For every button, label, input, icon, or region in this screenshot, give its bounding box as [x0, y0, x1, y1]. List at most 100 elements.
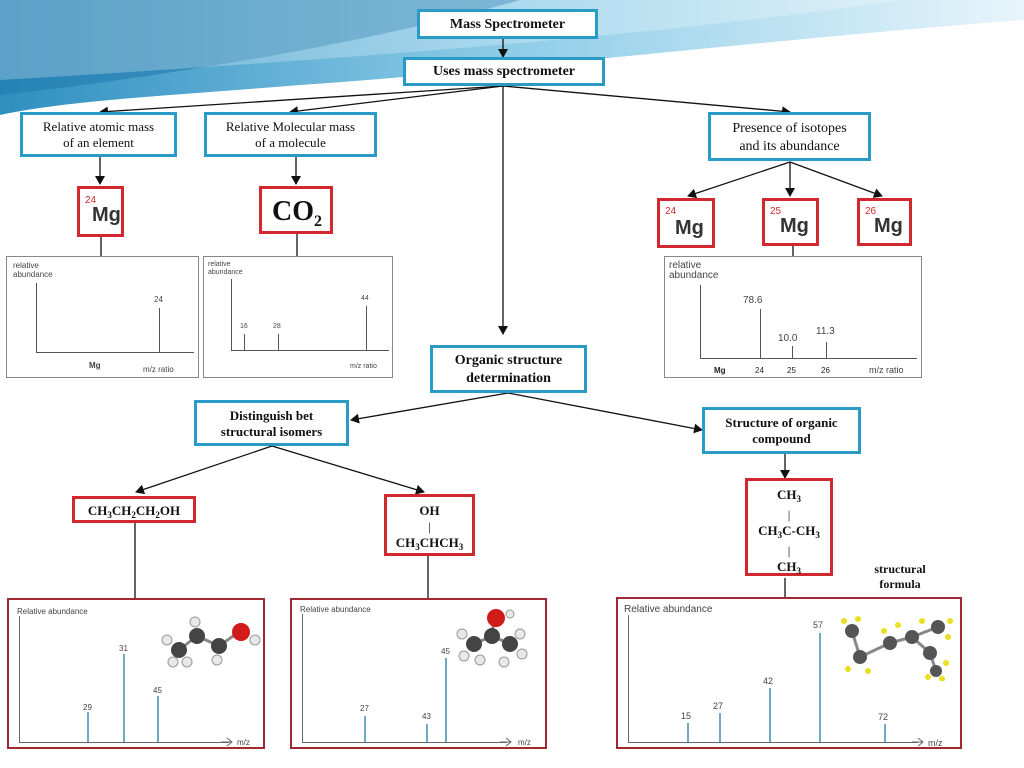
iso-spec-x-axis: [700, 358, 917, 359]
co2-peak-16-label: 16: [240, 323, 248, 330]
isotope-24-box: 24 Mg: [657, 198, 715, 248]
spec1-label-29: 29: [83, 703, 92, 712]
methylpropane-bottom: CH3: [777, 559, 801, 576]
propan-1-ol-molecule-icon: [161, 616, 261, 668]
spec3-peak-42: [769, 688, 771, 742]
iso26-mass: 26: [865, 206, 877, 217]
co2-peak-28-label: 28: [273, 323, 281, 330]
propan-1-ol-box: CH3CH2CH2OH: [72, 496, 196, 523]
co2-spec-xaxis: m/z ratio: [350, 363, 377, 370]
propan-2-ol-chain: CH3CHCH3: [395, 535, 464, 552]
spec2-label-27: 27: [360, 704, 369, 713]
molecular-line2: of a molecule: [255, 135, 326, 151]
spec1-label-45: 45: [153, 686, 162, 695]
spec1-xaxis: m/z: [237, 738, 250, 747]
iso-spec-y-axis: [700, 285, 701, 359]
spec2-ylabel: Relative abundance: [300, 605, 371, 614]
spec3-peak-72: [884, 724, 886, 742]
iso25-mass: 25: [770, 206, 782, 217]
mg-mass-number: 24: [85, 195, 97, 206]
methylpropane-molecule-icon: [841, 616, 953, 681]
co2-peak-16: [244, 334, 245, 350]
spec3-peak-27: [719, 713, 721, 742]
spec3-x-axis: [628, 742, 918, 743]
co2-peak-28: [278, 334, 279, 350]
isomers-line1: Distinguish bet: [229, 408, 314, 423]
iso25-symbol: Mg: [780, 215, 809, 237]
spec3-x-arrow-icon: [912, 737, 924, 747]
spec1-peak-45: [157, 696, 159, 742]
isotopes-box: Presence of isotopes and its abundance: [708, 112, 871, 161]
methylpropane-top: CH3: [777, 487, 801, 504]
spec1-peak-31: [123, 654, 125, 742]
methylpropane-box: CH3 | CH3C-CH3 | CH3: [745, 478, 833, 576]
iso-mz-25: 25: [787, 366, 796, 375]
molecular-line1: Relative Molecular mass: [225, 119, 356, 134]
mg-spec-xname: Mg: [89, 361, 101, 370]
structural-formula-label: structural formula: [874, 562, 926, 591]
iso-mz-24: 24: [755, 366, 764, 375]
isotopes-line2: and its abundance: [739, 138, 840, 154]
methylpropane-mid: CH3C-CH3: [758, 523, 820, 540]
isotope-26-box: 26 Mg: [857, 198, 912, 246]
organic-line1: Organic structure: [454, 353, 563, 368]
atomic-line1: Relative atomic mass: [42, 119, 155, 134]
iso-mz-26: 26: [821, 366, 830, 375]
spec1-ylabel: Relative abundance: [17, 607, 88, 616]
spec2-label-45: 45: [441, 647, 450, 656]
spec3-xaxis: m/z: [928, 738, 943, 748]
spec2-peak-45: [445, 658, 447, 742]
mass-spectrometer-title: Mass Spectrometer: [417, 9, 598, 39]
methylpropane-spectrum: Relative abundance 15 27 42 57 72 m/z: [616, 597, 962, 749]
mg-element-box: 24 Mg: [77, 186, 124, 237]
organic-structure-box: Organic structure determination: [430, 345, 587, 393]
spec3-label-42: 42: [763, 676, 774, 686]
relative-atomic-mass-box: Relative atomic mass of an element: [20, 112, 177, 157]
spec2-label-43: 43: [422, 712, 431, 721]
spec1-x-arrow-icon: [221, 737, 233, 747]
co2-peak-44-label: 44: [361, 295, 369, 302]
structure-line2: compound: [752, 431, 811, 447]
spec2-y-axis: [302, 614, 303, 743]
iso-abund-25: 10.0: [778, 333, 798, 344]
mg-spec-peak-label: 24: [154, 295, 163, 304]
spec1-y-axis: [19, 616, 20, 743]
mg-spec-peak: [159, 308, 160, 352]
propan-2-ol-oh: OH: [419, 503, 440, 518]
spec2-x-arrow-icon: [500, 737, 512, 747]
isomers-line2: structural isomers: [220, 424, 323, 440]
propan-2-ol-spectrum: Relative abundance 27 43 45 m/z: [290, 598, 547, 749]
co2-peak-44: [366, 306, 367, 350]
isotope-25-box: 25 Mg: [762, 198, 819, 246]
mg-spec-x-axis: [36, 352, 194, 353]
uses-mass-spectrometer-box: Uses mass spectrometer: [403, 57, 605, 86]
structural-isomers-box: Distinguish bet structural isomers: [194, 400, 349, 446]
spec3-ylabel: Relative abundance: [624, 604, 713, 615]
co2-spec-x-axis: [231, 350, 389, 351]
spec3-peak-15: [687, 723, 689, 742]
iso-peak-25: [792, 346, 793, 358]
spec2-peak-27: [364, 716, 366, 742]
mg-symbol: Mg: [92, 204, 121, 226]
structure-line1: Structure of organic: [725, 415, 838, 430]
iso-peak-24: [760, 309, 761, 358]
methylpropane-bond-bottom: |: [787, 543, 791, 558]
mg-spec-y-axis: [36, 283, 37, 353]
spec3-label-27: 27: [713, 701, 724, 711]
spec3-label-57: 57: [813, 620, 824, 630]
propan-2-ol-box: OH | CH3CHCH3: [384, 494, 475, 556]
iso-spec-xaxis: m/z ratio: [869, 365, 904, 375]
propan-2-ol-molecule-icon: [456, 609, 528, 668]
iso-abund-26: 11.3: [816, 326, 835, 337]
structure-organic-box: Structure of organic compound: [702, 407, 861, 454]
iso-spec-xname: Mg: [714, 366, 726, 375]
isotopes-line1: Presence of isotopes: [732, 121, 847, 136]
propan-2-ol-bond: |: [428, 519, 431, 534]
organic-line2: determination: [466, 370, 551, 386]
